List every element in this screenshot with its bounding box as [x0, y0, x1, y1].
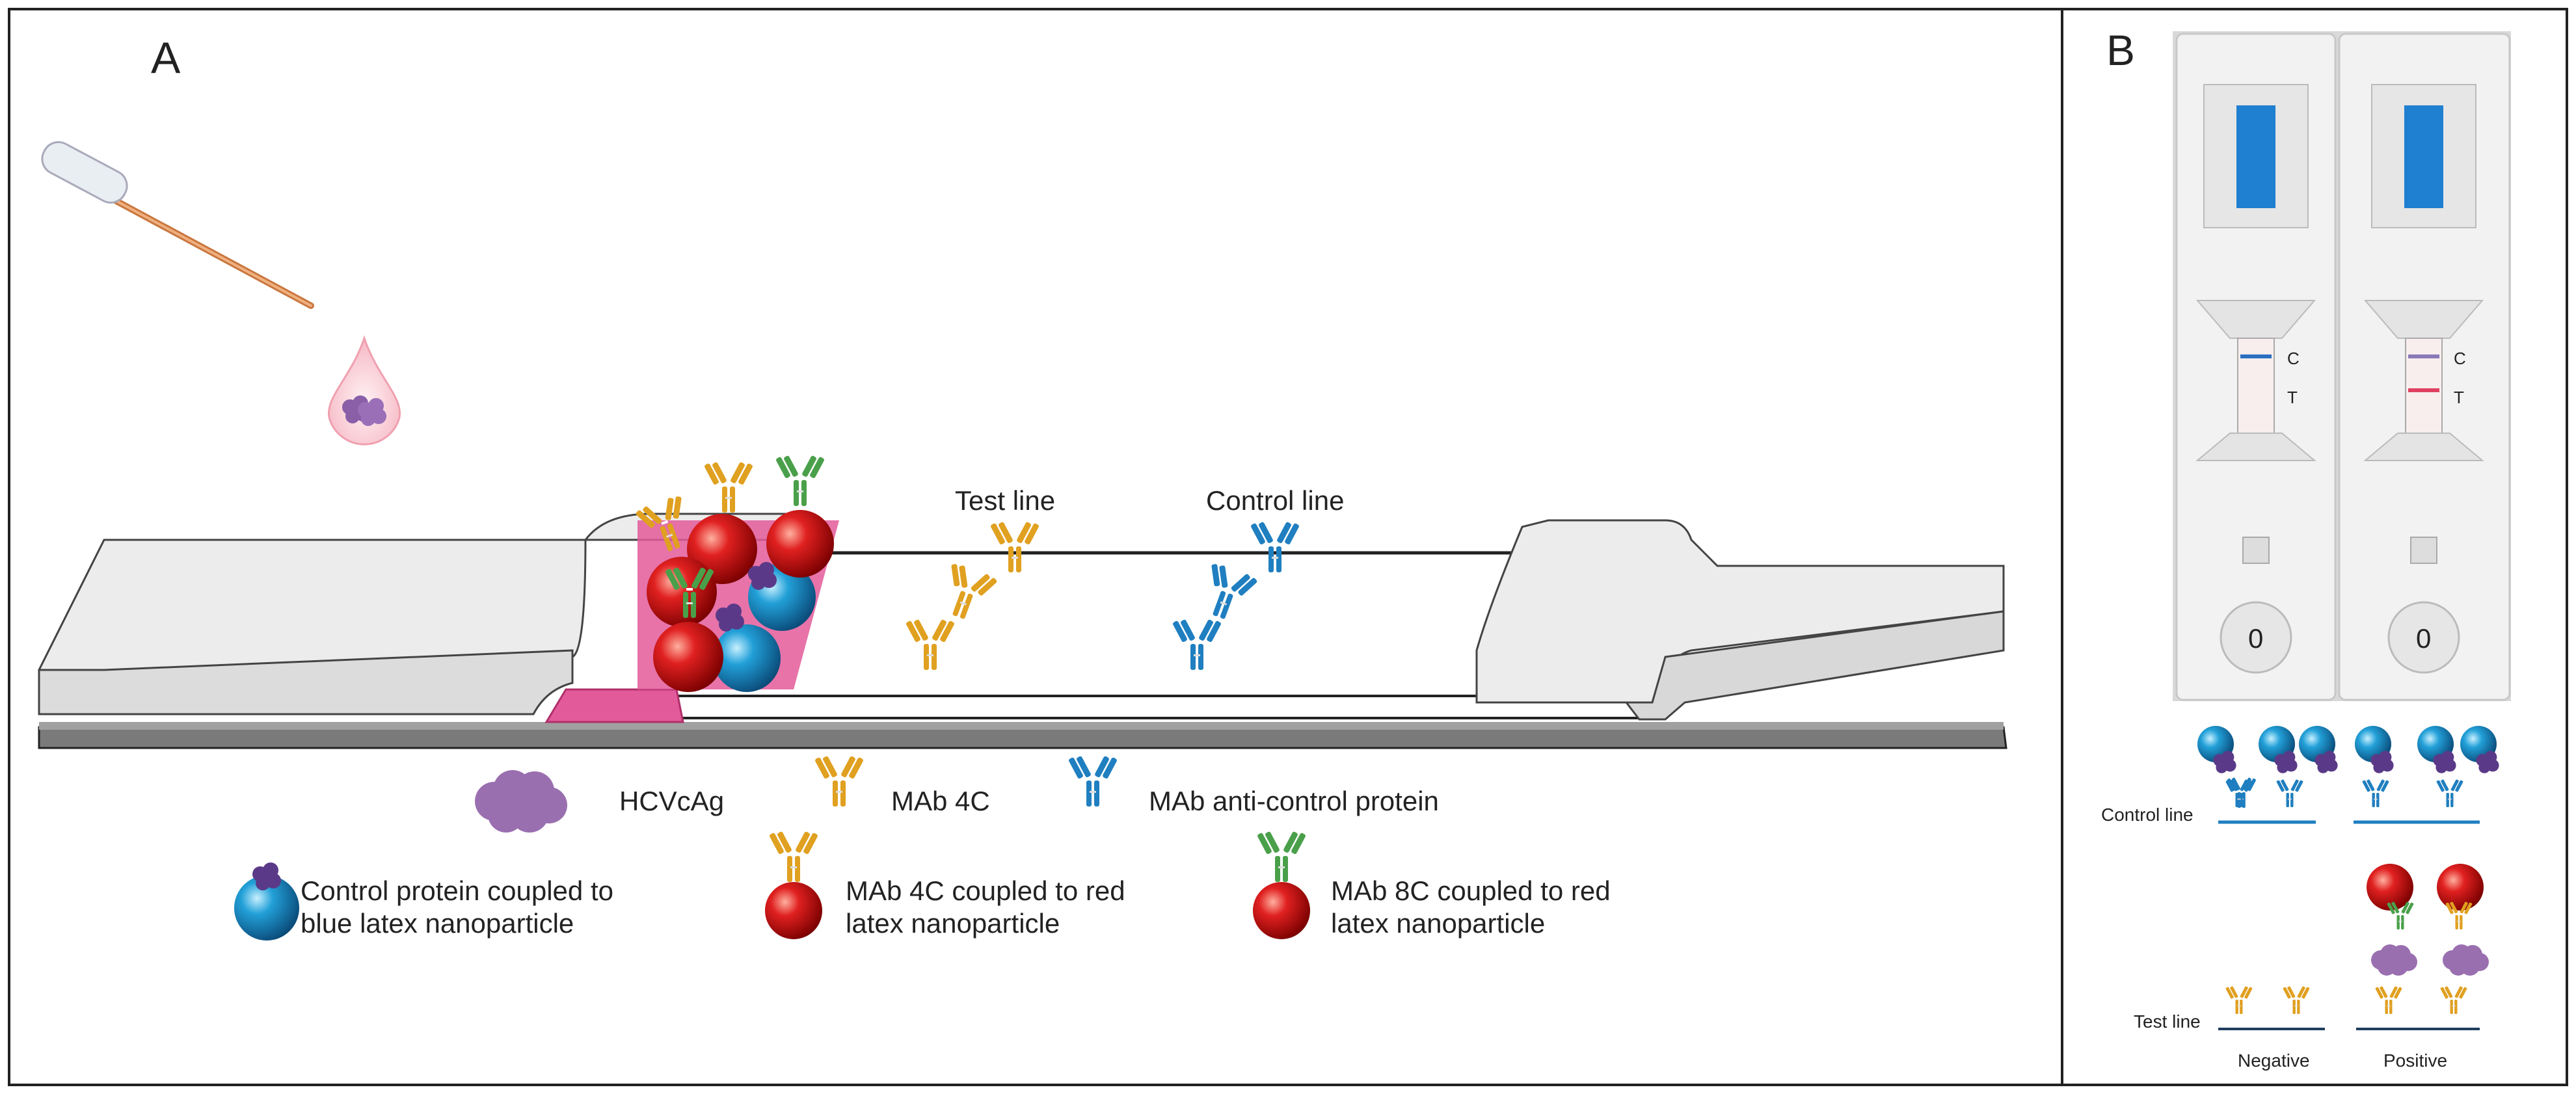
panel-b-test-line-label: Test line [2134, 1011, 2201, 1032]
mark-c: C [2287, 349, 2300, 368]
mab8c-red-particle-icon [1253, 831, 1310, 939]
cassette-negative: C T 0 [2175, 33, 2337, 701]
legend-mab4c-coupled-line1: MAb 4C coupled to red [846, 875, 1125, 906]
panel-b-label: B [2106, 26, 2135, 74]
cassette-positive: C T 0 [2338, 33, 2511, 701]
control-protein-particle-icon [234, 862, 299, 941]
positive-label: Positive [2383, 1050, 2447, 1071]
legend-mab4c-coupled-line2: latex nanoparticle [846, 908, 1060, 939]
panel-a-label: A [151, 33, 181, 83]
mab-anti-control-icon [1068, 755, 1118, 807]
lateral-flow-strip [38, 513, 2007, 749]
sample-drop-icon [327, 335, 401, 446]
well-mark: 0 [2416, 623, 2431, 654]
result-window [2405, 338, 2443, 434]
test-line-antibodies [906, 521, 1040, 670]
control-line-antibodies [1172, 521, 1300, 670]
hcvcag-icon [475, 770, 567, 833]
sample-window [2404, 105, 2443, 208]
legend: HCVcAg MAb 4C MAb anti-control protein C… [234, 755, 1611, 941]
legend-mab-anti-control: MAb anti-control protein [1149, 786, 1439, 816]
negative-label: Negative [2238, 1050, 2310, 1071]
panel-b-control-schematic [2218, 777, 2480, 824]
positive-test-schematic [2367, 864, 2489, 976]
well-mark: 0 [2248, 623, 2263, 654]
panel-b-control-line-label: Control line [2101, 805, 2194, 825]
legend-mab8c-coupled-line1: MAb 8C coupled to red [1331, 875, 1611, 906]
legend-mab-4c: MAb 4C [891, 786, 990, 816]
legend-hcvcag: HCVcAg [619, 786, 724, 816]
conjugate-particles [634, 455, 834, 692]
result-window [2237, 338, 2275, 434]
panel-b-test-schematic [2218, 985, 2480, 1030]
mark-t: T [2287, 388, 2298, 407]
pipette-icon [41, 141, 314, 309]
legend-control-protein-line1: Control protein coupled to [301, 875, 613, 906]
conjugate-pad [544, 688, 684, 723]
legend-control-protein-line2: blue latex nanoparticle [301, 908, 574, 939]
mab4c-red-particle-icon [765, 831, 822, 939]
test-line-label: Test line [955, 485, 1055, 516]
figure-frame [8, 8, 2568, 1086]
legend-mab8c-coupled-line2: latex nanoparticle [1331, 908, 1545, 939]
sample-window [2236, 105, 2275, 208]
control-line-label: Control line [1206, 485, 1344, 516]
mark-c: C [2454, 349, 2466, 368]
control-line-antibody-icons [2225, 779, 2463, 807]
control-line-blue-particles [2197, 726, 2499, 773]
mark-t: T [2454, 388, 2464, 407]
mab-4c-icon [814, 755, 864, 807]
